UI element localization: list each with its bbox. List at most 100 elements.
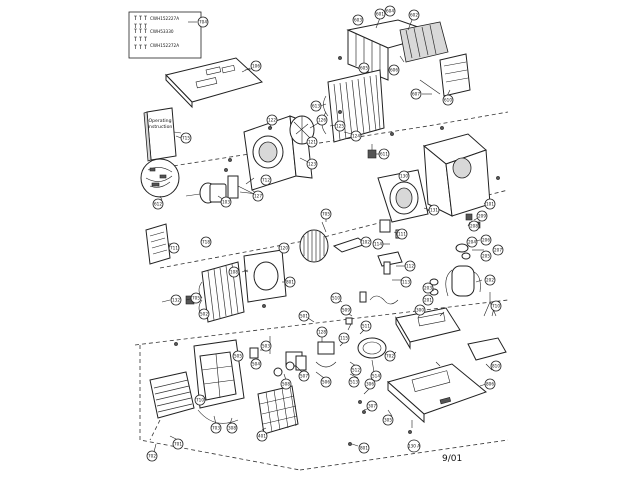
callout-806: 806 [484,378,496,390]
callout-602: 602 [408,9,420,21]
svg-text:113: 113 [402,280,410,285]
callout-514: 514 [370,370,382,382]
svg-text:209: 209 [478,214,486,219]
callout-512: 512 [350,364,362,376]
callout-208: 208 [468,220,480,232]
callout-503: 503 [260,340,272,352]
callout-704: 704 [197,16,209,28]
svg-text:710: 710 [196,398,204,403]
center-small-parts [332,219,403,305]
svg-text:300: 300 [416,308,424,313]
svg-text:108: 108 [230,270,238,275]
callout-705: 705 [320,208,332,220]
svg-text:710: 710 [492,304,500,309]
screw-kit-part-3: CWH152272A [150,43,179,48]
callout-120: 120 [278,242,290,254]
callout-501: 501 [298,310,310,322]
svg-text:111: 111 [398,232,406,237]
svg-text:202: 202 [486,278,494,283]
callout-510: 510 [330,292,342,304]
callouts: 704 715 601 603 602 604 605 606 607 610 … [146,5,504,462]
svg-text:123: 123 [308,162,316,167]
svg-text:207: 207 [494,248,502,253]
callout-106: 106 [250,60,262,72]
callout-103: 103 [220,196,232,208]
svg-text:130: 130 [400,174,408,179]
callout-305: 305 [382,414,394,426]
callout-607: 607 [410,88,422,100]
callout-130: 130 [398,170,410,182]
callout-703: 703 [210,422,222,434]
callout-123: 123 [306,158,318,170]
blower-wheel [299,221,329,263]
callout-610: 610 [442,94,454,106]
svg-text:512: 512 [352,368,360,373]
svg-text:712: 712 [262,178,270,183]
callout-605: 605 [358,62,370,74]
svg-text:613: 613 [312,104,320,109]
svg-text:513: 513 [350,380,358,385]
callout-113: 113 [400,276,412,288]
svg-text:801: 801 [286,280,294,285]
callout-128: 128 [316,326,328,338]
callout-511: 511 [360,320,372,332]
blower-housing [377,133,491,223]
svg-text:715: 715 [182,136,190,141]
svg-text:601: 601 [376,12,384,17]
svg-text:810: 810 [492,364,500,369]
callout-508: 508 [280,378,292,390]
svg-text:605: 605 [360,66,368,71]
callout-121: 121 [306,136,318,148]
svg-text:204: 204 [468,240,476,245]
operating-instruction-book: Operating Instruction [143,107,182,162]
svg-text:506: 506 [322,380,330,385]
svg-text:125: 125 [336,124,344,129]
svg-text:208: 208 [470,224,478,229]
callout-108: 108 [228,266,240,278]
callout-604: 604 [384,5,396,17]
front-panel-assembly [149,336,307,441]
hardware-bag [140,158,180,198]
svg-text:201: 201 [424,298,432,303]
callout-509: 509 [340,304,352,316]
callout-810: 810 [490,360,502,372]
svg-text:509: 509 [342,308,350,313]
callout-401: 401 [256,430,268,442]
callout-611: 611 [378,148,390,160]
callout-506: 506 [320,376,332,388]
callout-203: 203 [422,282,434,294]
svg-text:607: 607 [412,92,420,97]
svg-text:502: 502 [200,312,208,317]
motor-fan-assembly [185,115,315,204]
svg-text:401: 401 [258,434,266,439]
svg-text:505: 505 [234,354,242,359]
callout-111: 111 [396,228,408,240]
svg-text:203: 203 [424,286,432,291]
svg-text:103: 103 [222,200,230,205]
svg-text:604: 604 [386,9,394,14]
svg-text:102: 102 [362,240,370,245]
callout-306: 306 [364,378,376,390]
svg-text:606: 606 [390,68,398,73]
callout-601: 601 [374,8,386,20]
callout-201: 201 [422,294,434,306]
condenser-coil-upper [321,69,385,159]
svg-text:120: 120 [280,246,288,251]
svg-text:124: 124 [352,134,360,139]
callout-209: 209 [476,210,488,222]
svg-text:704: 704 [199,20,207,25]
manual-title-line-1: Operating [149,118,172,124]
callout-102: 102 [360,236,372,248]
callout-612: 612 [152,198,164,210]
callout-711: 711 [168,242,180,254]
svg-text:511: 511 [362,324,370,329]
svg-text:508: 508 [282,382,290,387]
svg-text:121: 121 [308,140,316,145]
compressor-assembly [429,213,481,297]
svg-text:801: 801 [360,446,368,451]
svg-text:504: 504 [252,362,260,367]
top-frame-assembly [346,19,471,97]
svg-text:501: 501 [300,314,308,319]
svg-text:131: 131 [430,208,438,213]
